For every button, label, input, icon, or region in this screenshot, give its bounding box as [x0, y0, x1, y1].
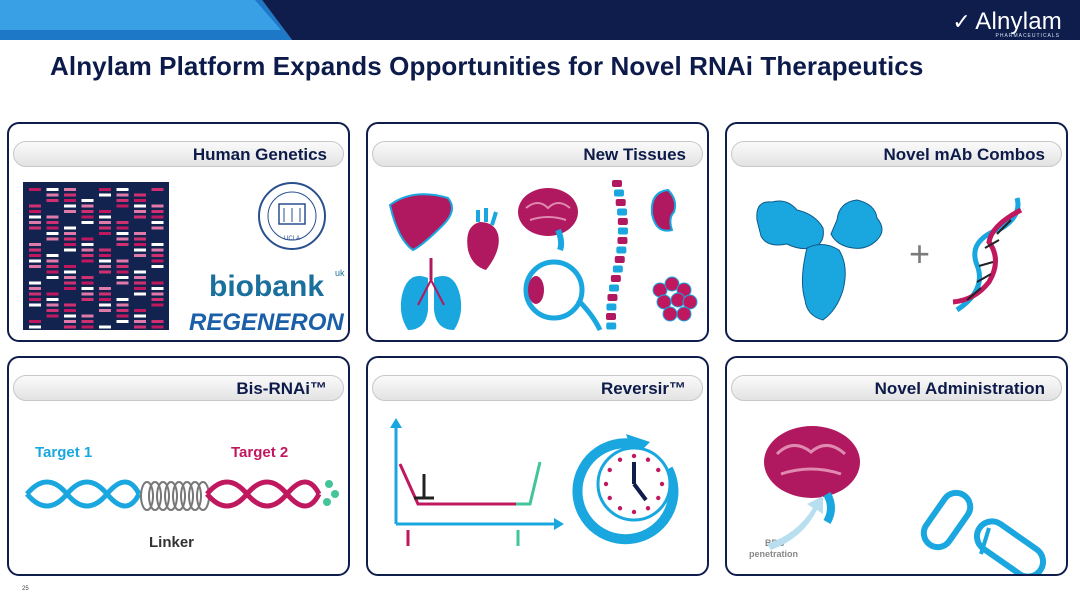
panel-bis-rnai: Bis-RNAi™ Target 1 Target 2 Linker [7, 356, 350, 576]
activity-graph [390, 418, 564, 546]
tissues-artwork [388, 180, 698, 332]
logo-wordmark: Alnylam [975, 8, 1062, 35]
panel-header: Novel Administration [731, 375, 1062, 401]
panel-human-genetics: Human Genetics UCLA biobank uk REGENERON [7, 122, 350, 342]
genetics-artwork: UCLA biobank uk REGENERON [23, 182, 345, 336]
panel-header: Reversir™ [372, 375, 703, 401]
university-seal-logo: UCLA [258, 182, 326, 250]
reversir-artwork [390, 418, 679, 546]
linker-label: Linker [149, 534, 195, 551]
logo-subtitle: PHARMACEUTICALS [995, 33, 1060, 39]
target-2-label: Target 2 [231, 444, 289, 461]
plus-sign: + [909, 233, 930, 274]
bis-rnai-artwork [25, 479, 339, 511]
target-1-label: Target 1 [35, 444, 93, 461]
slide-title: Alnylam Platform Expands Opportunities f… [50, 51, 924, 81]
target-1-helix [25, 479, 142, 509]
logo-icon: ✓ [952, 9, 971, 34]
capsule-icon [920, 489, 1047, 574]
target-2-helix [205, 479, 339, 509]
panel-new-tissues: New Tissues [366, 122, 709, 342]
panel-title: Novel Administration [874, 379, 1045, 398]
spine-icon [606, 180, 628, 330]
biobank-logo: biobank [209, 270, 324, 303]
panel-novel-administration: Novel Administration BBB penetration [725, 356, 1068, 576]
panel-title: Human Genetics [192, 145, 327, 164]
dna-sequencing-gel-image [23, 182, 169, 330]
penetration-arrow-icon [767, 496, 823, 550]
eye-icon [523, 259, 603, 332]
brain-icon [764, 426, 860, 524]
panel-header: New Tissues [372, 141, 703, 167]
panel-title: Novel mAb Combos [883, 145, 1045, 164]
antibody-icon [756, 199, 883, 321]
panel-title: Bis-RNAi™ [236, 379, 327, 398]
heart-icon [467, 208, 499, 270]
liver-icon [388, 193, 453, 252]
administration-artwork [764, 426, 1047, 574]
rna-helix-icon [952, 197, 1023, 313]
alnylam-logo: ✓ Alnylam PHARMACEUTICALS [952, 8, 1062, 39]
regeneron-logo: REGENERON [189, 309, 344, 336]
svg-text:UCLA: UCLA [284, 236, 300, 242]
linker-coil [140, 481, 210, 511]
page-number: 25 [22, 586, 29, 592]
panel-reversir: Reversir™ [366, 356, 709, 576]
panel-title: Reversir™ [600, 379, 686, 398]
brain-icon [518, 188, 578, 252]
panel-header: Human Genetics [13, 141, 344, 167]
panel-novel-mab-combos: Novel mAb Combos + [725, 122, 1068, 342]
cell-cluster-icon [652, 276, 698, 322]
panel-title: New Tissues [583, 145, 686, 164]
panel-header: Bis-RNAi™ [13, 375, 344, 401]
clock-icon [572, 434, 679, 545]
lungs-icon [400, 258, 462, 330]
mab-artwork: + [756, 197, 1023, 321]
panel-header: Novel mAb Combos [731, 141, 1062, 167]
top-banner [0, 0, 1080, 40]
penetration-label: penetration [749, 549, 799, 559]
kidney-icon [650, 188, 677, 232]
biobank-logo-sup: uk [335, 268, 345, 278]
